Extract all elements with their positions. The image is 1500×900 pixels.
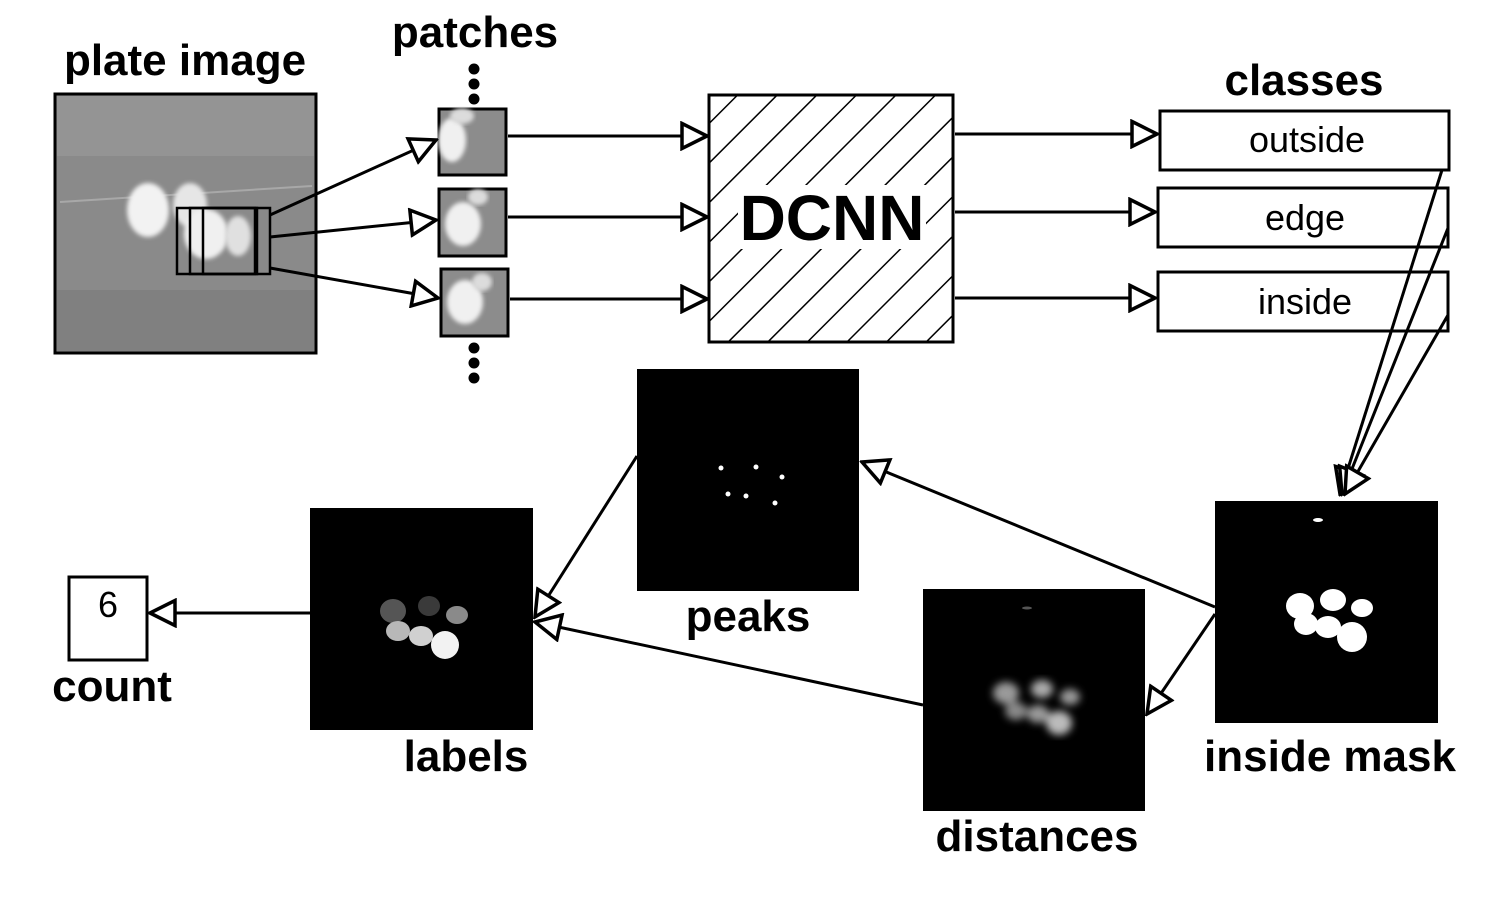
class-edge-label: edge [1265, 197, 1345, 238]
class-outside-label: outside [1249, 119, 1365, 160]
inside-mask-image [1215, 501, 1438, 723]
arrow-mask-to-peaks [862, 462, 1216, 609]
class-edge: edge [1156, 186, 1450, 249]
arrow-plate-to-patch-2 [269, 220, 436, 239]
distances-label: distances [936, 812, 1139, 861]
peaks-label: peaks [686, 592, 811, 641]
patches-label: patches [392, 8, 558, 57]
dcnn-block: DCNN [707, 93, 955, 344]
classes-label: classes [1224, 56, 1383, 105]
dcnn-label: DCNN [740, 182, 925, 254]
arrow-distances-to-labels [535, 622, 924, 707]
arrow-peaks-to-labels [535, 455, 639, 617]
patches-ellipsis-top [468, 63, 480, 105]
class-outside: outside [1158, 109, 1451, 172]
patch-2 [437, 187, 508, 258]
patch-3 [439, 267, 510, 338]
arrow-outside-to-mask [1340, 169, 1444, 494]
plate-image [53, 92, 318, 355]
count-value: 6 [98, 584, 118, 625]
peaks-image [637, 369, 859, 591]
arrow-inside-to-mask [1345, 314, 1450, 494]
inside-mask-label: inside mask [1204, 732, 1456, 781]
patch-1 [437, 107, 508, 177]
arrow-mask-to-distances [1147, 613, 1217, 714]
labels-label: labels [404, 732, 529, 781]
arrow-plate-to-patch-1 [269, 140, 436, 217]
plate-image-label: plate image [64, 36, 306, 85]
count-box: 6 [67, 575, 149, 662]
count-label: count [52, 662, 172, 711]
arrow-edge-to-mask [1342, 227, 1450, 494]
class-inside-label: inside [1258, 281, 1352, 322]
arrow-plate-to-patch-3 [269, 266, 438, 298]
distances-image [923, 589, 1145, 811]
labels-image [310, 508, 533, 730]
class-inside: inside [1156, 270, 1450, 333]
patches-ellipsis-bottom [468, 342, 480, 384]
